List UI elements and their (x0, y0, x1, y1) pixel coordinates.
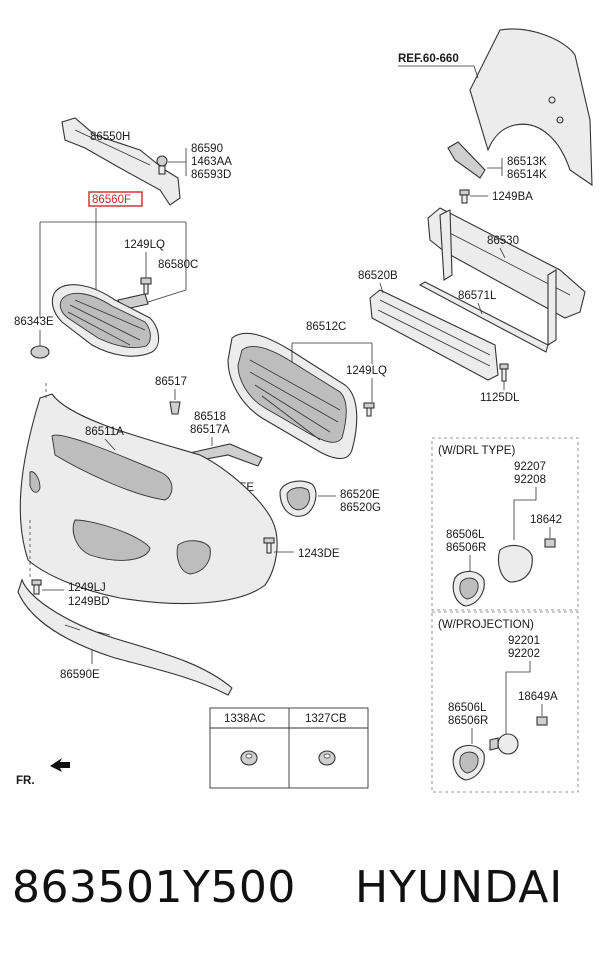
bulb-18649A (536, 716, 548, 726)
label-1249LJ: 1249LJ (68, 582, 106, 594)
screw-1249LQ-b (363, 402, 375, 417)
parts-diagram: REF.60-660 86550H 86590 1463AA 86593D 86… (14, 28, 593, 793)
label-1463AA: 1463AA (191, 156, 232, 168)
label-86506L-proj: 86506L (448, 702, 487, 714)
label-86506R-drl: 86506R (446, 542, 486, 554)
label-92207: 92207 (514, 461, 546, 473)
bolt-1249BA (459, 189, 470, 204)
front-arrow-icon (50, 758, 70, 772)
drl-bezel (452, 570, 485, 607)
fender-illustration (469, 28, 593, 187)
clip-86517 (169, 401, 181, 415)
nut-table-col2: 1327CB (305, 713, 347, 725)
ref-label: REF.60-660 (398, 53, 459, 65)
label-86520E: 86520E (340, 489, 380, 501)
lip-86590E (17, 578, 233, 696)
rail-86571L (418, 281, 549, 353)
label-86560F: 86560F (92, 194, 131, 206)
footer: 863501Y500 HYUNDAI (0, 862, 600, 922)
upper-beam-86550H (61, 117, 181, 206)
label-1249BA: 1249BA (492, 191, 533, 203)
label-1249LQ-a: 1249LQ (124, 239, 165, 251)
screw-1249LJ (31, 579, 42, 595)
label-86518: 86518 (194, 411, 226, 423)
screw-1243DE (263, 537, 275, 554)
drl-type-box (431, 437, 579, 611)
screw-1249LQ-a (140, 277, 152, 295)
drl-box-title: (W/DRL TYPE) (438, 445, 515, 457)
part-number: 863501Y500 (12, 862, 296, 913)
bumper-cover-86511A (19, 393, 278, 605)
label-86580C: 86580C (158, 259, 198, 271)
label-18649A: 18649A (518, 691, 558, 703)
bracket-86513K (447, 141, 486, 179)
projection-lamp (489, 733, 519, 755)
label-86343E: 86343E (14, 316, 54, 328)
label-86506L-drl: 86506L (446, 529, 485, 541)
projection-box (431, 611, 579, 793)
bulb-18642 (544, 538, 556, 548)
label-18642: 18642 (530, 514, 562, 526)
label-86590E: 86590E (60, 669, 100, 681)
nut-1327CB (318, 750, 336, 766)
drl-lamp (497, 544, 533, 583)
cover-86520E (279, 480, 317, 517)
label-86520G: 86520G (340, 502, 381, 514)
brand-name: HYUNDAI (355, 862, 564, 913)
label-86593D: 86593D (191, 169, 231, 181)
lower-grille-86512C (227, 332, 358, 460)
nut-1338AC (240, 750, 258, 766)
label-1249LQ-b: 1249LQ (346, 365, 387, 377)
label-86571L: 86571L (458, 290, 497, 302)
label-86517: 86517 (155, 376, 187, 388)
highlight-86560F (88, 191, 143, 207)
label-86512C: 86512C (306, 321, 346, 333)
label-1125DL: 1125DL (480, 392, 520, 404)
projection-bezel (452, 744, 485, 781)
bolt-1125DL (499, 363, 509, 382)
label-1249BD: 1249BD (68, 596, 110, 608)
bumper-beam-86530 (427, 207, 586, 346)
front-marker-label: FR. (16, 775, 35, 787)
label-1243DE: 1243DE (298, 548, 340, 560)
label-92208: 92208 (514, 474, 546, 486)
label-92201: 92201 (508, 635, 540, 647)
projection-box-title: (W/PROJECTION) (438, 619, 534, 631)
label-86530: 86530 (487, 235, 519, 247)
label-86514K: 86514K (507, 169, 547, 181)
label-86520B: 86520B (358, 270, 398, 282)
label-86517A: 86517A (190, 424, 230, 436)
label-86550H: 86550H (90, 131, 130, 143)
nut-table-col1: 1338AC (224, 713, 266, 725)
label-86590: 86590 (191, 143, 223, 155)
radiator-grille (51, 284, 160, 357)
nut-table (209, 707, 369, 789)
label-86513K: 86513K (507, 156, 547, 168)
clip-86590 (156, 155, 168, 175)
emblem-86343E (30, 345, 50, 359)
label-86511A: 86511A (85, 426, 124, 438)
label-92202: 92202 (508, 648, 540, 660)
label-86506R-proj: 86506R (448, 715, 488, 727)
absorber-86520B (369, 289, 499, 381)
